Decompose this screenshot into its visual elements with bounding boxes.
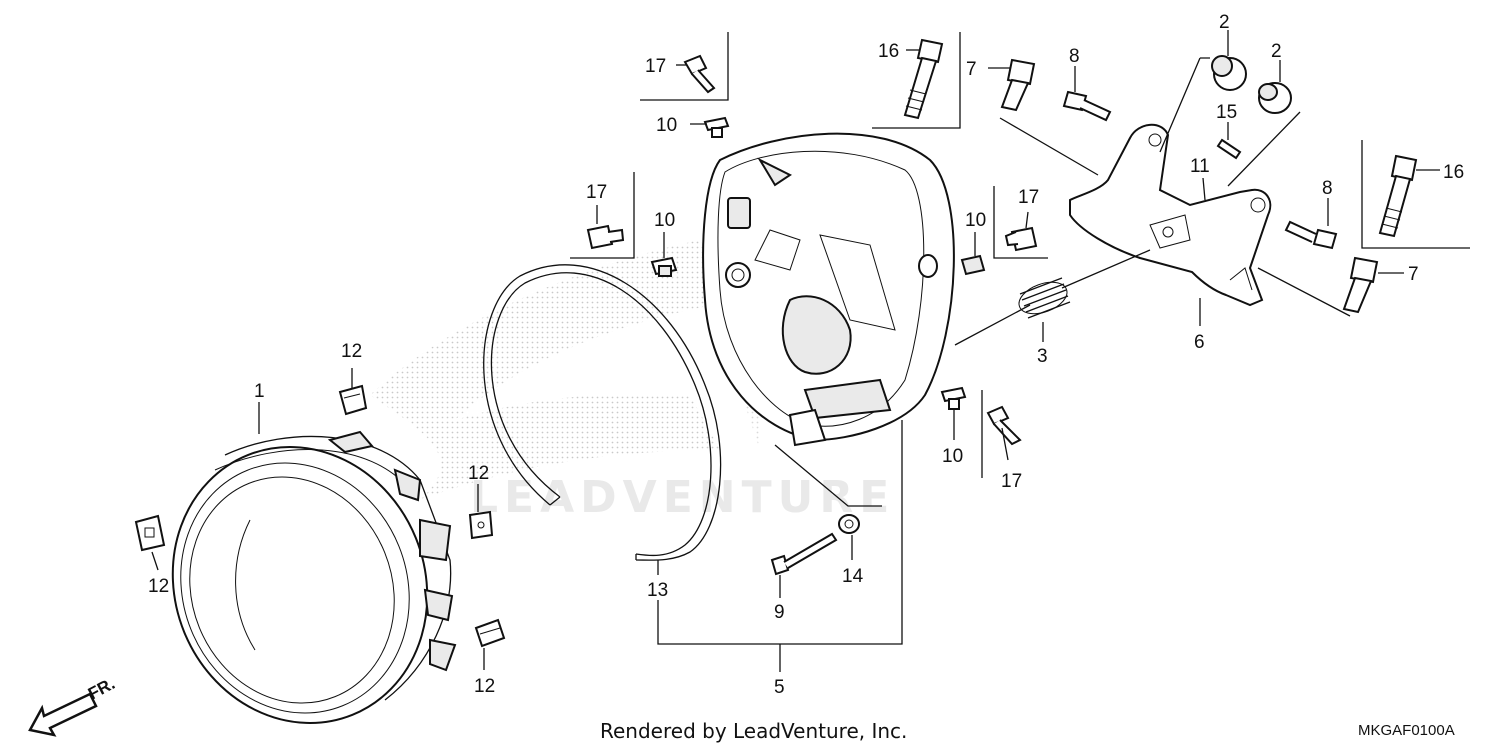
- screw-10-left: [650, 256, 678, 277]
- washer-14: [838, 514, 860, 534]
- callout-17-left: 17: [586, 182, 607, 203]
- bolt-8-top: [1062, 90, 1112, 122]
- bolt-7-right: [1342, 256, 1379, 314]
- callout-17-top: 17: [645, 56, 666, 77]
- callout-15: 15: [1216, 102, 1237, 123]
- adjust-screw-9: [770, 532, 838, 576]
- callout-10-top: 10: [656, 115, 677, 136]
- callout-17-bottom: 17: [1001, 471, 1022, 492]
- callout-12-left: 12: [148, 576, 169, 597]
- bolt-16-left: [903, 38, 944, 120]
- rim-band: [483, 264, 722, 561]
- bolt-17-top: [683, 54, 716, 94]
- screw-10-top: [703, 116, 730, 138]
- bolt-8-right: [1284, 220, 1338, 250]
- screw-10-right: [960, 254, 986, 276]
- bolt-17-left: [586, 224, 625, 250]
- front-direction-arrow: FR.: [28, 674, 118, 737]
- bolt-7-top: [1000, 58, 1036, 112]
- screw-10-bottom: [940, 386, 967, 410]
- bolt-17-right: [1004, 226, 1038, 252]
- spring-3: [1018, 277, 1071, 319]
- callout-17-right: 17: [1018, 187, 1039, 208]
- clip-nut-12-bottom: [474, 618, 506, 648]
- callout-6: 6: [1194, 332, 1205, 353]
- callout-3: 3: [1037, 346, 1048, 367]
- callout-7-top: 7: [966, 59, 977, 80]
- callout-7-right: 7: [1408, 264, 1419, 285]
- clip-nut-12-mid: [468, 510, 494, 540]
- callout-12-top: 12: [341, 341, 362, 362]
- render-credit: Rendered by LeadVenture, Inc.: [600, 719, 907, 743]
- headlight-unit: [171, 430, 457, 724]
- callout-16-right: 16: [1443, 162, 1464, 183]
- headlight-bracket: [1069, 123, 1272, 307]
- callout-10-bottom: 10: [942, 446, 963, 467]
- pin-15: [1216, 138, 1242, 160]
- callout-10-left: 10: [654, 210, 675, 231]
- leader-lines: [151, 30, 1470, 672]
- clip-nut-12-top: [338, 384, 368, 416]
- callout-12-mid: 12: [468, 463, 489, 484]
- diagram-code: MKGAF0100A: [1358, 722, 1455, 739]
- callout-2-left: 2: [1219, 12, 1230, 33]
- callout-12-bottom: 12: [474, 676, 495, 697]
- callout-8-right: 8: [1322, 178, 1333, 199]
- callout-1: 1: [254, 381, 265, 402]
- headlight-case: [702, 132, 955, 447]
- callout-14: 14: [842, 566, 864, 587]
- watermark-text: LEADVENTURE: [470, 472, 895, 523]
- callout-10-right: 10: [965, 210, 986, 231]
- callout-5: 5: [774, 677, 785, 698]
- callout-2-right: 2: [1271, 41, 1282, 62]
- callout-labels: 1 2 2 3 5 6 7 7 8 8 9 10 10 10 10 11 12 …: [148, 12, 1464, 698]
- bushing-2-right: [1258, 82, 1292, 114]
- callout-16-left: 16: [878, 41, 899, 62]
- bushing-2-left: [1211, 55, 1247, 91]
- callout-13: 13: [647, 580, 668, 601]
- bolt-16-right: [1378, 154, 1418, 238]
- callout-8-top: 8: [1069, 46, 1080, 67]
- callout-9: 9: [774, 602, 785, 623]
- clip-nut-12-left: [134, 514, 166, 552]
- callout-11: 11: [1190, 156, 1210, 177]
